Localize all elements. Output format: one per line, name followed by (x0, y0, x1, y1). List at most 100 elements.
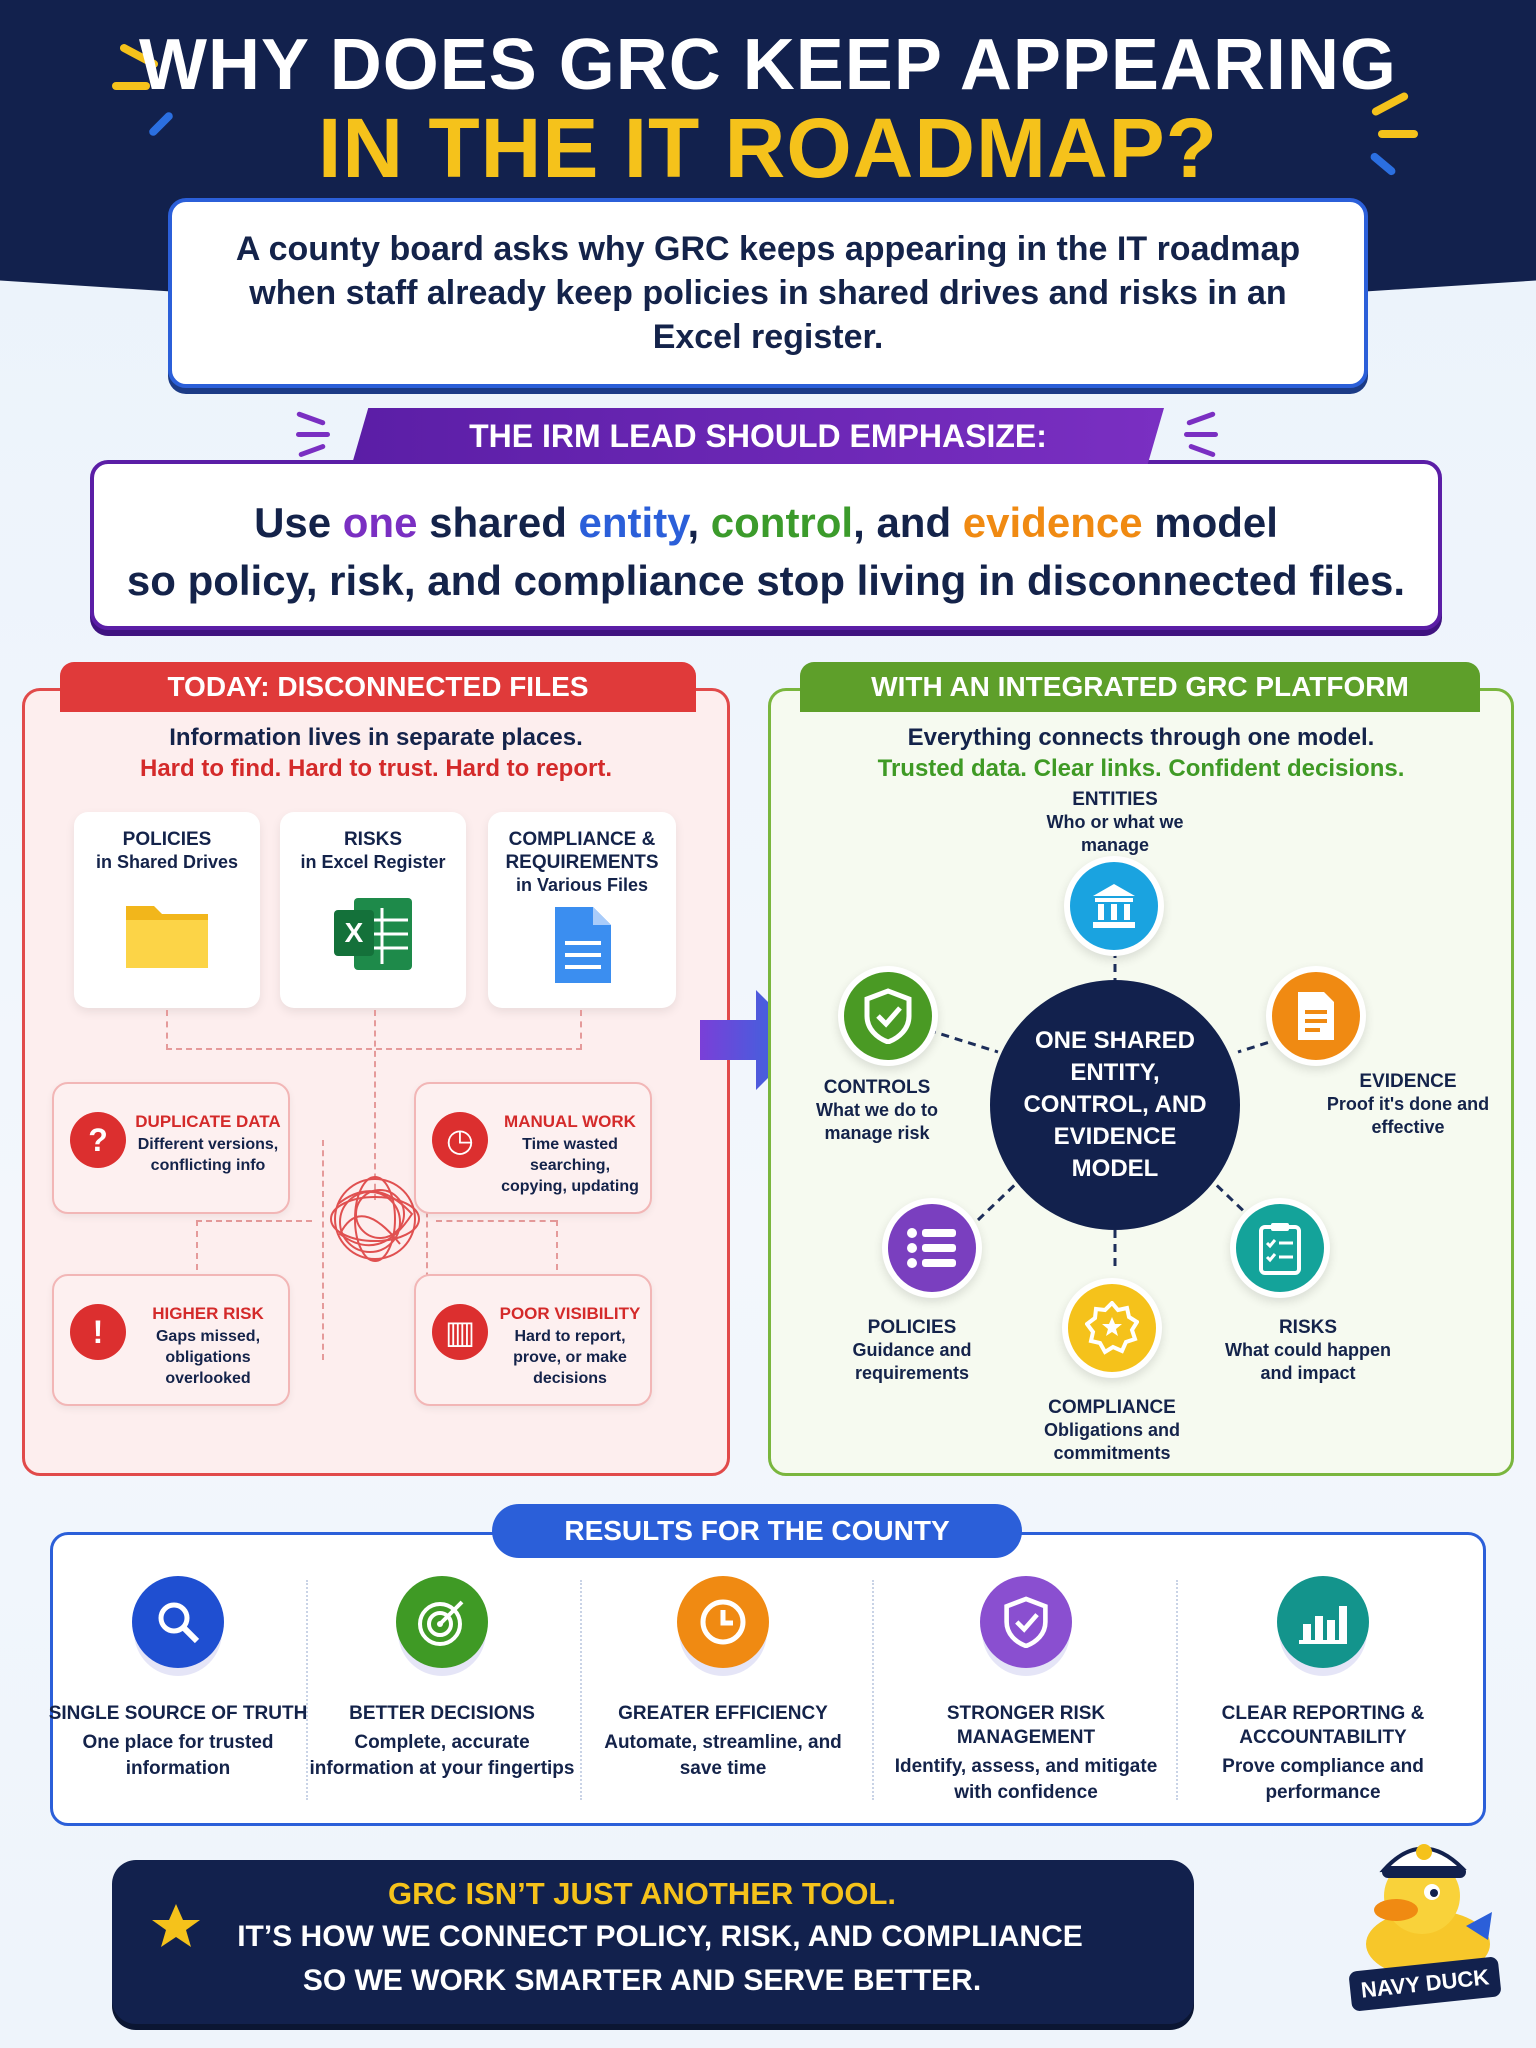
intro-text: A county board asks why GRC keeps appear… (235, 230, 1301, 356)
results-tab: RESULTS FOR THE COUNTY (492, 1504, 1022, 1558)
emphasis-word-entity: entity (578, 499, 688, 546)
emphasis-line-1: Use one shared entity, control, and evid… (94, 494, 1438, 552)
banner-decoration (296, 432, 330, 437)
node-label-evidence: EVIDENCE Proof it's done and effective (1324, 1070, 1492, 1139)
folder-icon (126, 906, 208, 968)
title-line-2: IN THE IT ROADMAP? (318, 101, 1218, 195)
emphasis-text: , (687, 499, 711, 546)
node-title: RISKS (1278, 1317, 1338, 1338)
problem-higher-risk: ! HIGHER RISK Gaps missed, obligations o… (52, 1274, 290, 1406)
node-sub: Obligations and commitments (1043, 1420, 1180, 1463)
connector-line (196, 1220, 312, 1222)
tangle-icon (330, 1176, 420, 1262)
card-sub: in Various Files (515, 875, 649, 895)
result-desc: Prove compliance and performance (1222, 1756, 1424, 1803)
connector-line (436, 1220, 556, 1222)
result-desc: Identify, assess, and mitigate with conf… (894, 1756, 1158, 1803)
result-title: GREATER EFFICIENCY (618, 1703, 828, 1724)
divider (580, 1580, 582, 1800)
shield-check-icon (980, 1576, 1072, 1668)
compliance-card: COMPLIANCE & REQUIREMENTS in Various Fil… (488, 812, 676, 1008)
problem-duplicate-data: ? DUPLICATE DATA Different versions, con… (52, 1082, 290, 1214)
problem-title: POOR VISIBILITY (499, 1304, 641, 1323)
risks-node (1230, 1198, 1330, 1298)
footer-line-1: GRC ISN’T JUST ANOTHER TOOL. (387, 1876, 897, 1911)
evidence-node (1266, 966, 1366, 1066)
clock-icon: ◷ (432, 1112, 488, 1168)
integrated-subtitle-green: Trusted data. Clear links. Confident dec… (877, 755, 1405, 782)
footer-line-3: SO WE WORK SMARTER AND SERVE BETTER. (302, 1964, 982, 1997)
integrated-subtitle: Everything connects through one model. (907, 724, 1375, 751)
risks-card: RISKS in Excel Register X (280, 812, 466, 1008)
policies-card: POLICIES in Shared Drives (74, 812, 260, 1008)
divider (872, 1580, 874, 1800)
problem-desc: Time wasted searching, copying, updating (501, 1136, 639, 1195)
card-title: POLICIES (122, 829, 212, 850)
card-title: RISKS (343, 829, 403, 850)
emphasis-text: , and (853, 499, 963, 546)
policies-node (882, 1198, 982, 1298)
today-tab: TODAY: DISCONNECTED FILES (60, 662, 696, 712)
chart-icon: ▥ (432, 1304, 488, 1360)
emphasis-text: Use (254, 499, 343, 546)
emphasis-word-evidence: evidence (962, 499, 1143, 546)
result-desc: Complete, accurate information at your f… (309, 1732, 575, 1779)
node-sub: Proof it's done and effective (1326, 1094, 1490, 1137)
connector-line (374, 1010, 376, 1200)
banner-decoration (297, 443, 327, 458)
target-icon (396, 1576, 488, 1668)
node-sub: Guidance and requirements (852, 1340, 972, 1383)
shield-check-icon (864, 988, 912, 1044)
problem-title: MANUAL WORK (504, 1112, 636, 1131)
controls-node (838, 966, 938, 1066)
duck-mascot-icon (1366, 1844, 1492, 1976)
card-sub: in Excel Register (300, 852, 446, 872)
integrated-tab: WITH AN INTEGRATED GRC PLATFORM (800, 662, 1480, 712)
result-desc: One place for trusted information (82, 1732, 274, 1779)
node-sub: What could happen and impact (1225, 1340, 1391, 1383)
hub-label: ONE SHARED ENTITY, CONTROL, AND EVIDENCE… (1023, 1027, 1207, 1182)
badge-icon (1085, 1301, 1139, 1355)
problem-poor-visibility: ▥ POOR VISIBILITY Hard to report, prove,… (414, 1274, 652, 1406)
svg-text:X: X (345, 917, 364, 948)
result-clear-reporting: CLEAR REPORTING & ACCOUNTABILITY Prove c… (1188, 1576, 1458, 1806)
list-icon (907, 1228, 956, 1268)
banner-decoration (1184, 432, 1218, 437)
node-label-compliance: COMPLIANCE Obligations and commitments (1022, 1396, 1202, 1465)
document-icon (555, 907, 611, 983)
node-sub: What we do to manage risk (816, 1100, 938, 1143)
divider (1176, 1580, 1178, 1800)
banner-decoration (1186, 411, 1216, 426)
node-title: CONTROLS (823, 1077, 931, 1098)
intro-box: A county board asks why GRC keeps appear… (168, 198, 1368, 388)
banner-decoration (296, 411, 326, 426)
emphasis-box: Use one shared entity, control, and evid… (90, 460, 1442, 630)
result-single-source: SINGLE SOURCE OF TRUTH One place for tru… (43, 1576, 313, 1782)
hub-model: ONE SHARED ENTITY, CONTROL, AND EVIDENCE… (990, 980, 1240, 1230)
today-subtitle-red: Hard to find. Hard to trust. Hard to rep… (140, 755, 612, 782)
problem-manual-work: ◷ MANUAL WORK Time wasted searching, cop… (414, 1082, 652, 1214)
star-icon (152, 1904, 200, 1947)
results-box (50, 1532, 1486, 1826)
problem-title: HIGHER RISK (152, 1304, 264, 1323)
result-title: STRONGER RISK MANAGEMENT (946, 1703, 1106, 1748)
warning-icon: ! (70, 1304, 126, 1360)
result-title: CLEAR REPORTING & ACCOUNTABILITY (1221, 1703, 1425, 1748)
node-title: COMPLIANCE (1048, 1397, 1176, 1418)
node-title: ENTITIES (1072, 789, 1158, 810)
result-stronger-risk: STRONGER RISK MANAGEMENT Identify, asses… (891, 1576, 1161, 1806)
problem-desc: Different versions, conflicting info (137, 1136, 279, 1174)
node-label-controls: CONTROLS What we do to manage risk (792, 1076, 962, 1145)
banner-decoration (1187, 443, 1217, 458)
bar-chart-icon (1277, 1576, 1369, 1668)
today-subtitle: Information lives in separate places. (169, 724, 583, 751)
card-title: COMPLIANCE & REQUIREMENTS (505, 829, 659, 873)
excel-icon: X (334, 898, 412, 970)
entities-node (1064, 856, 1164, 956)
result-desc: Automate, streamline, and save time (604, 1732, 842, 1779)
emphasis-text: shared (417, 499, 579, 546)
emphasis-line-2: so policy, risk, and compliance stop liv… (126, 557, 1406, 604)
card-sub: in Shared Drives (95, 852, 239, 872)
question-icon: ? (70, 1112, 126, 1168)
footer-line-2: IT’S HOW WE CONNECT POLICY, RISK, AND CO… (237, 1920, 1083, 1953)
